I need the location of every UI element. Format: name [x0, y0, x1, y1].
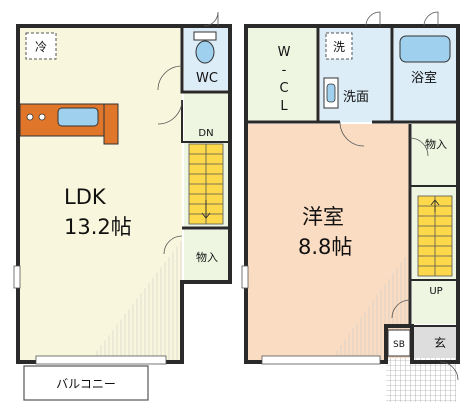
balcony-label: バルコニー	[56, 377, 116, 391]
window	[241, 265, 249, 289]
wcl-letter-w: W	[278, 45, 291, 60]
wcl-letter-l: L	[280, 99, 288, 114]
window	[13, 265, 21, 289]
window	[261, 355, 381, 365]
storage-label-2f-top: 物入	[425, 137, 447, 151]
stove-burner-icon	[26, 113, 34, 121]
washer-label: 洗	[333, 40, 345, 54]
walk-in-closet	[248, 28, 318, 122]
toilet-icon	[193, 31, 217, 64]
shoe-box-label: SB	[393, 340, 405, 350]
washroom-label: 洗面	[343, 90, 369, 105]
bedroom-size-label: 8.8帖	[298, 235, 352, 259]
fridge-space	[25, 32, 57, 60]
fridge-label: 冷	[35, 40, 47, 54]
stairs-down	[188, 143, 224, 225]
ldk-name-label: LDK	[64, 185, 107, 209]
storage-room-1f	[184, 230, 228, 280]
bath-label: 浴室	[411, 70, 437, 86]
wash-basin-icon	[323, 77, 339, 109]
entrance-hall	[412, 326, 456, 358]
walls-floor-1	[16, 24, 232, 364]
washer-space	[325, 32, 353, 60]
wc-label: WC	[196, 71, 218, 86]
wcl-letter-c: C	[279, 81, 288, 96]
balcony	[23, 365, 149, 401]
stairs-down-label: DN	[198, 128, 213, 139]
wcl-letter-dash: -	[282, 63, 287, 78]
bathtub-icon	[399, 35, 451, 63]
stairs-up	[417, 195, 453, 277]
storage-label-2f: 物入	[425, 137, 447, 151]
window	[35, 355, 167, 365]
ldk-shading	[90, 240, 182, 360]
stairs-up-label: UP	[429, 286, 442, 297]
floor-2: W - C L 洗 洗面 浴室 物入 UP SB 玄 洋室 8.8帖	[241, 11, 460, 402]
floor-1: 冷 WC DN 物入 LDK 13.2帖 バルコニー	[13, 11, 232, 401]
entrance-label: 玄	[434, 335, 446, 350]
entrance-floor	[386, 358, 456, 402]
stove-burner-icon	[38, 113, 46, 121]
ldk-size-label: 13.2帖	[64, 215, 132, 239]
storage-label-1f: 物入	[196, 250, 218, 264]
door-swings-floor-1	[157, 11, 219, 255]
door-swings-floor-2	[339, 11, 459, 381]
bedroom-name-label: 洋室	[302, 205, 344, 229]
sink-icon	[57, 107, 99, 127]
